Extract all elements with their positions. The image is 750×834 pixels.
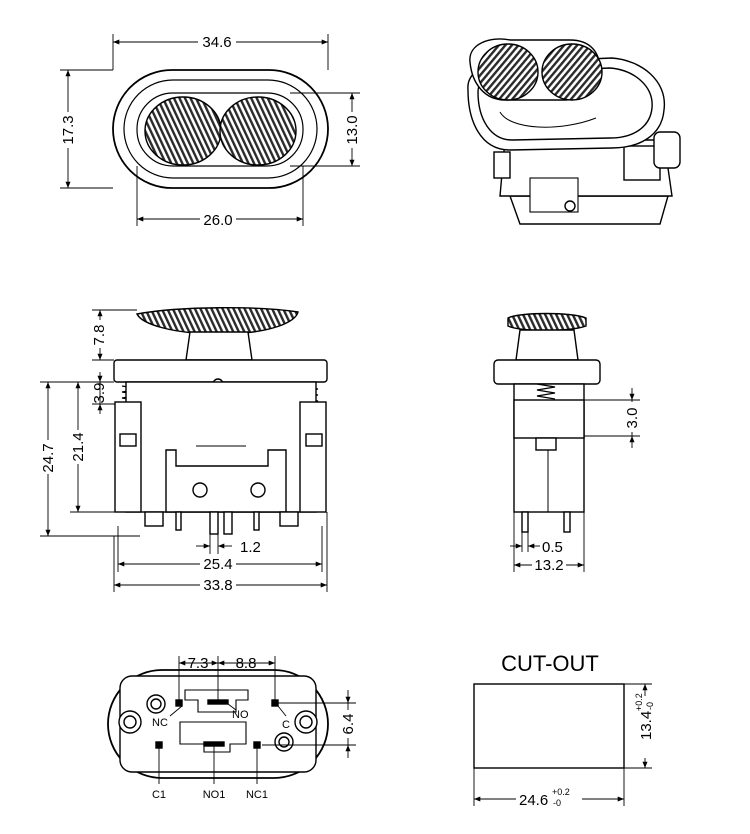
top-rocker-frame — [136, 92, 304, 167]
dim-front-width-total: 33.8 — [203, 577, 232, 594]
side-actuator — [515, 329, 579, 361]
front-left-tab — [119, 433, 137, 447]
side-view — [493, 312, 640, 572]
dim-bg — [198, 34, 236, 50]
dim-side-spring: 3.0 — [624, 408, 641, 429]
label-no1: NO1 — [203, 789, 226, 801]
dim-bottom-right-pitch: 8.8 — [236, 655, 257, 672]
dim-bg — [344, 112, 360, 148]
dim-width-overall: 34.6 — [202, 34, 231, 51]
dim-width-inner: 26.0 — [203, 212, 232, 229]
front-left-wall — [114, 401, 142, 513]
dim-front-height-body: 21.4 — [70, 432, 87, 461]
front-flange — [113, 359, 328, 383]
front-right-tab — [305, 433, 323, 447]
side-flange — [493, 359, 601, 385]
dim-front-width-body: 25.4 — [203, 556, 232, 573]
iso-right-roller — [541, 43, 603, 101]
dim-bg — [60, 112, 76, 148]
iso-hole — [564, 200, 576, 212]
dim-height-overall: 17.3 — [60, 115, 77, 144]
label-c1: C1 — [152, 789, 166, 801]
dim-bottom-vertical: 6.4 — [340, 714, 357, 735]
side-rocker-cap — [507, 312, 587, 332]
label-nc1: NC1 — [246, 789, 268, 801]
top-view — [60, 34, 360, 226]
iso-side-clip — [653, 131, 681, 169]
side-block — [513, 399, 585, 439]
cutout-height-dim: 13.4 +0.2 -0 — [634, 693, 655, 740]
cutout-width-tol-minus: -0 — [553, 798, 561, 808]
dim-side-width: 13.2 — [534, 557, 563, 574]
slot-c1 — [155, 741, 163, 749]
cutout-title: CUT-OUT — [501, 651, 599, 676]
label-nc: NC — [152, 717, 168, 729]
slot-nc — [175, 699, 183, 707]
front-view — [40, 307, 328, 592]
front-right-wall — [299, 401, 327, 513]
dim-bg — [200, 211, 236, 227]
top-outer-bezel — [112, 69, 329, 189]
label-no: NO — [232, 709, 249, 721]
side-nub — [535, 437, 557, 451]
front-pin-left — [144, 511, 164, 527]
cutout-view — [473, 683, 652, 806]
dim-front-height-total: 24.7 — [40, 443, 57, 472]
slot-no1 — [203, 741, 225, 747]
cutout-height-value: 13.4 — [638, 711, 655, 740]
front-pin-center — [209, 511, 219, 535]
isometric-view — [467, 38, 681, 225]
top-inner-bezel — [123, 79, 318, 179]
slot-no — [207, 699, 229, 705]
front-ms-hole-left — [192, 482, 208, 498]
label-c: C — [282, 719, 290, 731]
bottom-view — [107, 656, 356, 784]
slot-c — [271, 699, 279, 707]
dim-front-flange: 3.9 — [91, 383, 108, 404]
cutout-height-tol-plus: +0.2 — [634, 693, 644, 711]
dim-bottom-left-pitch: 7.3 — [188, 655, 209, 672]
front-ms-hole-right — [250, 482, 266, 498]
iso-left-roller — [477, 43, 539, 101]
front-rocker-cap — [135, 307, 299, 335]
bottom-screw-holes — [118, 694, 318, 752]
iso-left-latch — [493, 151, 511, 179]
cutout-width-tol-plus: +0.2 — [552, 787, 570, 797]
dim-front-pin: 1.2 — [240, 539, 261, 556]
front-pin-right — [279, 511, 299, 527]
dim-front-top: 7.8 — [91, 325, 108, 346]
front-actuator — [185, 331, 253, 361]
right-roller — [219, 96, 297, 166]
cutout-rect — [473, 683, 625, 769]
left-roller — [144, 96, 222, 166]
slot-nc1 — [253, 741, 261, 749]
side-spring — [536, 383, 556, 400]
cutout-height-tol-minus: -0 — [645, 702, 655, 710]
cutout-width-value: 24.6 — [519, 792, 548, 809]
dim-height-inner: 13.0 — [344, 115, 361, 144]
dim-side-pin-thickness: 0.5 — [542, 539, 563, 556]
